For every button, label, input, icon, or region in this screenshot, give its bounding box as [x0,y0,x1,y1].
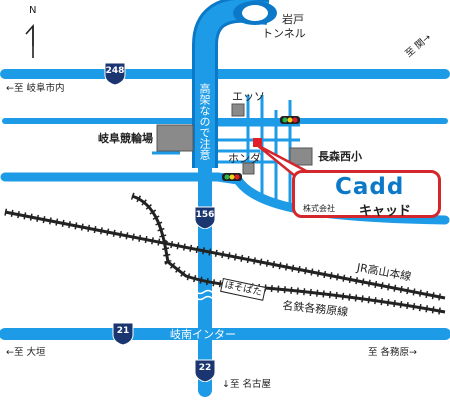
esso-building [231,103,245,117]
company-name: キャッド [359,204,412,219]
direction-kakamigahara: 至 各務原→ [368,347,417,358]
traffic-signal-upper [280,116,300,124]
interchange-label: 岐南インター [170,328,236,341]
keirin-building [156,124,194,152]
direction-ogaki: ←至 大垣 [6,347,46,358]
school-building [289,147,313,166]
route-248-shield: 248 [103,61,127,85]
route-156-shield: 156 [193,205,217,229]
river-crossing [187,289,221,301]
major-roads [0,69,450,397]
company-prefix: 株式会社 [303,204,335,213]
company-logo: Cadd [335,174,405,200]
route-156-label: 156 [195,210,215,220]
honda-building [242,162,255,175]
company-callout: Cadd 株式会社 キャッド [292,170,441,219]
tunnel-label-2: トンネル [262,27,306,40]
esso-label: エッソ [232,90,265,103]
elevated-road-label: 高架なので注意 [198,83,211,160]
jr-takayama-line [4,210,446,300]
direction-gifu-city: ←至 岐阜市内 [6,83,65,94]
north-arrow-icon [25,23,34,58]
route-21-shield: 21 [111,321,135,345]
company-marker [253,138,262,147]
direction-nagoya: ↓至 名古屋 [222,379,271,390]
tunnel-label-1: 岩戸 [282,13,304,26]
route-21-label: 21 [116,326,130,336]
keirin-label: 岐阜競輪場 [98,132,153,145]
route-22-shield: 22 [193,358,217,382]
route-248-label: 248 [105,66,125,76]
north-label: N [29,5,37,16]
elevated-road [192,0,277,168]
school-label: 長森西小 [318,150,362,163]
traffic-signal-lower [222,173,242,181]
route-22-label: 22 [198,363,212,373]
honda-label: ホンダ [228,152,261,165]
